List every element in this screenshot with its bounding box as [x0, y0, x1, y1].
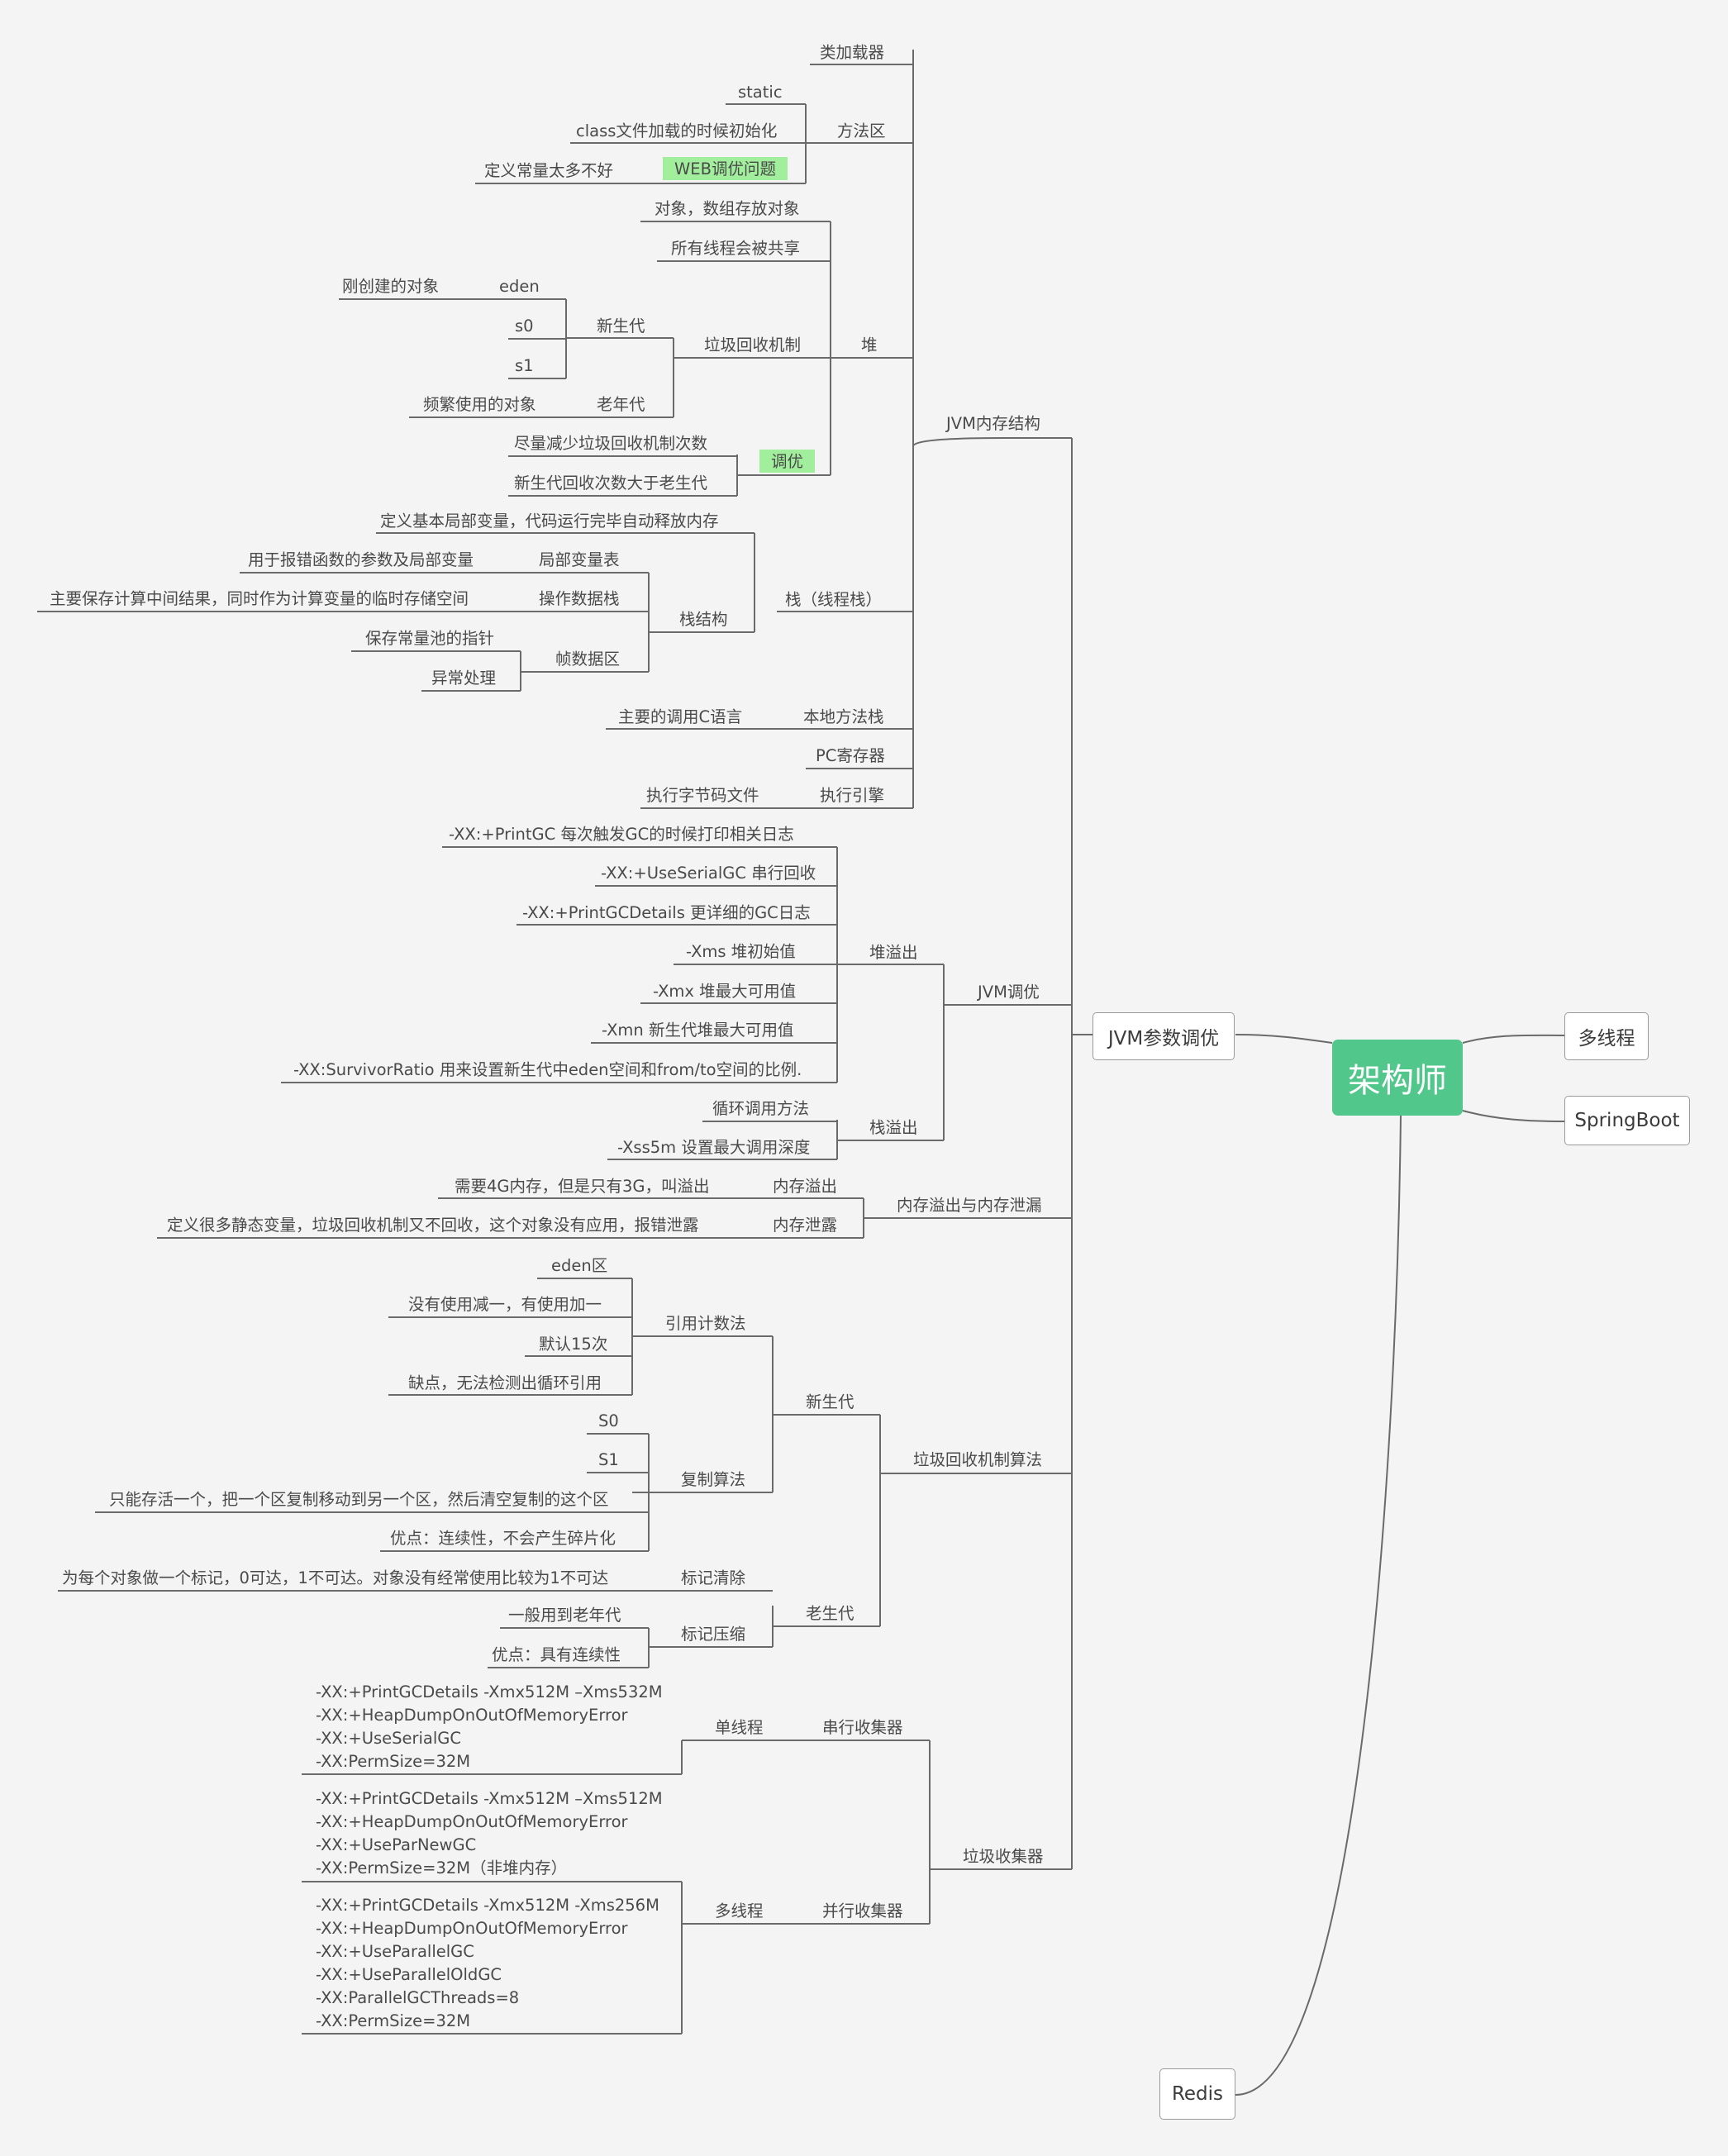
- node-oom-desc[interactable]: 需要4G内存，但是只有3G，叫溢出: [455, 1177, 710, 1196]
- parallel-param-line: -XX:PermSize=32M: [316, 2011, 471, 2030]
- node-stack[interactable]: 栈（线程栈）: [785, 590, 883, 609]
- node-native-desc[interactable]: 主要的调用C语言: [618, 707, 743, 726]
- node-springboot[interactable]: SpringBoot: [1564, 1096, 1690, 1145]
- node-serial-collector[interactable]: 串行收集器: [822, 1718, 903, 1737]
- node-jvm-tuning[interactable]: JVM参数调优: [1092, 1012, 1235, 1060]
- node-young-gen[interactable]: 新生代: [597, 316, 645, 336]
- node-constpool-pointer[interactable]: 保存常量池的指针: [365, 629, 495, 648]
- node-mark-sweep[interactable]: 标记清除: [681, 1568, 746, 1587]
- serial-param-line: -XX:+PrintGCDetails -Xmx512M –Xms532M: [316, 1682, 663, 1701]
- serial-param-line: -XX:+UseSerialGC: [316, 1729, 462, 1748]
- node-param-xss[interactable]: -Xss5m 设置最大调用深度: [617, 1138, 811, 1157]
- node-multi-thread[interactable]: 多线程: [715, 1901, 764, 1920]
- root-node[interactable]: 架构师: [1332, 1040, 1463, 1116]
- parnew-param-line: -XX:PermSize=32M（非堆内存）: [316, 1859, 568, 1878]
- node-param-xmx[interactable]: -Xmx 堆最大可用值: [653, 982, 797, 1001]
- node-gc-collectors[interactable]: 垃圾收集器: [963, 1847, 1044, 1866]
- node-reduce-gc[interactable]: 尽量减少垃圾回收机制次数: [514, 434, 708, 453]
- node-native-stack[interactable]: 本地方法栈: [803, 707, 884, 726]
- node-param-printgc[interactable]: -XX:+PrintGC 每次触发GC的时候打印相关日志: [449, 825, 794, 844]
- node-param-serialgc[interactable]: -XX:+UseSerialGC 串行回收: [601, 864, 816, 883]
- node-eden[interactable]: eden: [499, 277, 540, 296]
- node-ref-drawback[interactable]: 缺点，无法检测出循环引用: [408, 1373, 602, 1392]
- node-parallel-collector[interactable]: 并行收集器: [822, 1901, 903, 1920]
- node-pc-register[interactable]: PC寄存器: [816, 746, 885, 765]
- node-copy-algorithm[interactable]: 复制算法: [681, 1470, 746, 1489]
- node-oom-leak[interactable]: 内存溢出与内存泄漏: [897, 1196, 1042, 1215]
- node-single-thread[interactable]: 单线程: [715, 1718, 764, 1737]
- parnew-param-line: -XX:+UseParNewGC: [316, 1835, 477, 1854]
- parallel-param-line: -XX:+HeapDumpOnOutOfMemoryError: [316, 1919, 628, 1938]
- node-compact-old[interactable]: 一般用到老年代: [508, 1606, 621, 1625]
- node-default-15[interactable]: 默认15次: [539, 1335, 608, 1354]
- node-heap-tuning[interactable]: 调优: [759, 450, 816, 473]
- node-local-var-table[interactable]: 局部变量表: [539, 550, 620, 569]
- node-gc-young[interactable]: 新生代: [806, 1392, 854, 1411]
- node-param-xms[interactable]: -Xms 堆初始值: [686, 942, 796, 961]
- node-redis[interactable]: Redis: [1159, 2068, 1235, 2120]
- parallel-params-block[interactable]: -XX:+PrintGCDetails -Xmx512M -Xms256M -X…: [316, 1894, 659, 2033]
- node-heap-objects[interactable]: 对象，数组存放对象: [655, 199, 800, 218]
- node-operand-stack[interactable]: 操作数据栈: [539, 589, 620, 608]
- node-stack-local[interactable]: 定义基本局部变量，代码运行完毕自动释放内存: [380, 512, 719, 531]
- node-copy-s0[interactable]: S0: [598, 1411, 619, 1430]
- node-eden-area[interactable]: eden区: [551, 1256, 608, 1275]
- node-stack-overflow[interactable]: 栈溢出: [869, 1118, 918, 1137]
- parallel-param-line: -XX:ParallelGCThreads=8: [316, 1988, 520, 2007]
- node-exception-handling[interactable]: 异常处理: [431, 669, 497, 688]
- node-compact-advantage[interactable]: 优点：具有连续性: [492, 1645, 621, 1664]
- node-frequent-objects[interactable]: 频繁使用的对象: [423, 395, 536, 414]
- node-mark-sweep-desc[interactable]: 为每个对象做一个标记，0可达，1不可达。对象没有经常使用比较为1不可达: [62, 1568, 609, 1587]
- node-ref-incdec[interactable]: 没有使用减一，有使用加一: [408, 1295, 602, 1314]
- parnew-params-block[interactable]: -XX:+PrintGCDetails -Xmx512M –Xms512M -X…: [316, 1787, 663, 1880]
- node-copy-desc[interactable]: 只能存活一个，把一个区复制移动到另一个区，然后清空复制的这个区: [109, 1490, 609, 1509]
- node-param-survivor[interactable]: -XX:SurvivorRatio 用来设置新生代中eden空间和from/to…: [293, 1060, 802, 1079]
- node-local-var-desc[interactable]: 用于报错函数的参数及局部变量: [248, 550, 474, 569]
- node-heap-overflow[interactable]: 堆溢出: [869, 943, 918, 962]
- node-mark-compact[interactable]: 标记压缩: [681, 1625, 746, 1644]
- parallel-param-line: -XX:+PrintGCDetails -Xmx512M -Xms256M: [316, 1896, 659, 1915]
- serial-params-block[interactable]: -XX:+PrintGCDetails -Xmx512M –Xms532M -X…: [316, 1681, 663, 1773]
- node-new-objects[interactable]: 刚创建的对象: [342, 277, 440, 296]
- node-s1[interactable]: s1: [515, 356, 534, 375]
- node-s0[interactable]: s0: [515, 316, 534, 336]
- node-copy-advantage[interactable]: 优点：连续性，不会产生碎片化: [390, 1529, 616, 1548]
- parallel-param-line: -XX:+UseParallelOldGC: [316, 1965, 502, 1984]
- node-leak[interactable]: 内存泄露: [773, 1216, 838, 1235]
- node-param-xmn[interactable]: -Xmn 新生代堆最大可用值: [602, 1021, 794, 1040]
- node-class-init[interactable]: class文件加载的时候初始化: [576, 121, 778, 140]
- node-old-gen[interactable]: 老年代: [597, 395, 645, 414]
- parnew-param-line: -XX:+PrintGCDetails -Xmx512M –Xms512M: [316, 1789, 663, 1808]
- node-classloader[interactable]: 类加载器: [820, 43, 885, 62]
- node-gc-mechanism[interactable]: 垃圾回收机制: [704, 336, 802, 355]
- node-copy-s1[interactable]: S1: [598, 1450, 619, 1469]
- node-operand-desc[interactable]: 主要保存计算中间结果，同时作为计算变量的临时存储空间: [50, 589, 469, 608]
- node-gc-old[interactable]: 老生代: [806, 1604, 854, 1623]
- node-too-many-constants[interactable]: 定义常量太多不好: [484, 161, 614, 180]
- node-recursive-call[interactable]: 循环调用方法: [712, 1099, 810, 1118]
- parnew-param-line: -XX:+HeapDumpOnOutOfMemoryError: [316, 1812, 628, 1831]
- node-exec-desc[interactable]: 执行字节码文件: [646, 786, 759, 805]
- node-method-area[interactable]: 方法区: [837, 121, 886, 140]
- node-oom[interactable]: 内存溢出: [773, 1177, 838, 1196]
- node-static[interactable]: static: [738, 83, 783, 102]
- node-memory-structure[interactable]: JVM内存结构: [946, 414, 1040, 433]
- node-heap[interactable]: 堆: [861, 336, 878, 355]
- node-frame-data[interactable]: 帧数据区: [555, 650, 621, 669]
- serial-param-line: -XX:+HeapDumpOnOutOfMemoryError: [316, 1706, 628, 1725]
- node-leak-desc[interactable]: 定义很多静态变量，垃圾回收机制又不回收，这个对象没有应用，报错泄露: [167, 1216, 699, 1235]
- node-ref-counting[interactable]: 引用计数法: [665, 1314, 746, 1333]
- node-stack-frame[interactable]: 栈结构: [679, 610, 728, 629]
- node-web-tuning[interactable]: WEB调优问题: [663, 157, 788, 180]
- node-jvm-tune[interactable]: JVM调优: [978, 983, 1040, 1002]
- node-gc-algorithms[interactable]: 垃圾回收机制算法: [913, 1450, 1043, 1469]
- node-young-more-gc[interactable]: 新生代回收次数大于老生代: [514, 474, 708, 493]
- parallel-param-line: -XX:+UseParallelGC: [316, 1942, 474, 1961]
- node-param-gcdetails[interactable]: -XX:+PrintGCDetails 更详细的GC日志: [522, 903, 811, 922]
- node-multithreading[interactable]: 多线程: [1564, 1012, 1649, 1060]
- node-exec-engine[interactable]: 执行引擎: [820, 786, 885, 805]
- node-heap-shared[interactable]: 所有线程会被共享: [671, 239, 801, 258]
- serial-param-line: -XX:PermSize=32M: [316, 1752, 471, 1771]
